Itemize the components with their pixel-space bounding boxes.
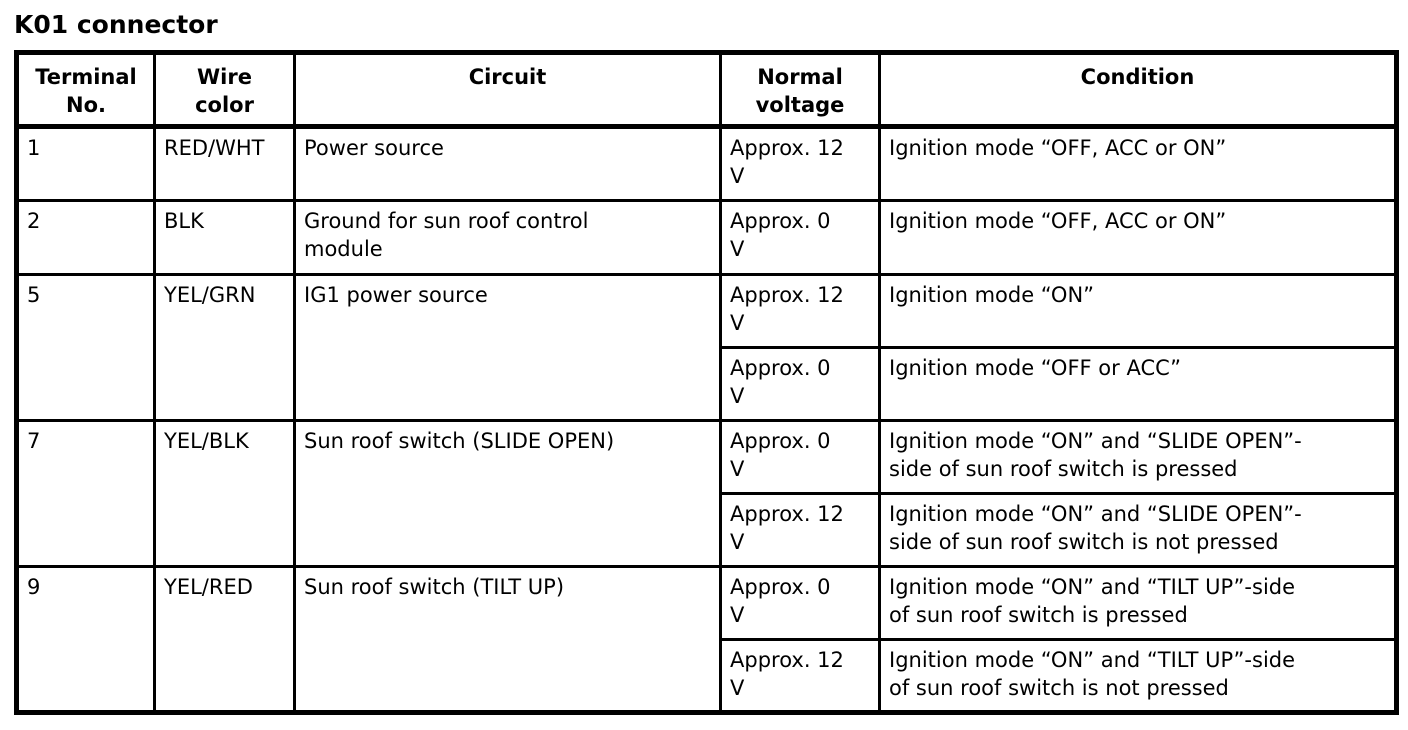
document-page: K01 connector Terminal No. Wire color Ci… bbox=[14, 10, 1399, 715]
cell-normal-voltage: Approx. 0 V bbox=[719, 345, 881, 422]
cell-normal-voltage: Approx. 12 V bbox=[719, 272, 881, 349]
header-row: Terminal No. Wire color Circuit Normal v… bbox=[15, 51, 1398, 129]
cell-circuit: Sun roof switch (TILT UP) bbox=[293, 564, 722, 714]
header-wire-color: Wire color bbox=[153, 51, 296, 129]
table-row-terminal-9: 9 YEL/RED Sun roof switch (TILT UP) Appr… bbox=[15, 564, 1398, 714]
cell-condition: Ignition mode “ON” and “SLIDE OPEN”- sid… bbox=[878, 418, 1398, 495]
table-row-terminal-2: 2 BLK Ground for sun roof control module… bbox=[15, 198, 1398, 276]
cell-condition: Ignition mode “ON” and “TILT UP”-side of… bbox=[878, 564, 1398, 641]
cell-condition: Ignition mode “ON” and “SLIDE OPEN”- sid… bbox=[878, 491, 1398, 568]
cell-condition: Ignition mode “OFF or ACC” bbox=[878, 345, 1398, 422]
cell-circuit: Power source bbox=[293, 124, 722, 202]
cell-terminal-no: 7 bbox=[15, 418, 156, 568]
cell-normal-voltage: Approx. 12 V bbox=[719, 637, 881, 714]
cell-normal-voltage: Approx. 0 V bbox=[719, 564, 881, 641]
cell-wire-color: YEL/BLK bbox=[153, 418, 296, 568]
table-row-terminal-1: 1 RED/WHT Power source Approx. 12 V Igni… bbox=[15, 124, 1398, 202]
table-row-terminal-5: 5 YEL/GRN IG1 power source Approx. 12 V … bbox=[15, 272, 1398, 422]
cell-circuit: IG1 power source bbox=[293, 272, 722, 422]
table-row-terminal-5-sub: Approx. 0 V Ignition mode “OFF or ACC” bbox=[17, 345, 1398, 422]
header-circuit: Circuit bbox=[293, 51, 722, 129]
cell-wire-color: YEL/GRN bbox=[153, 272, 296, 422]
cell-circuit: Ground for sun roof control module bbox=[293, 198, 722, 276]
cell-wire-color: BLK bbox=[153, 198, 296, 276]
cell-terminal-no: 1 bbox=[15, 124, 156, 202]
cell-terminal-no: 9 bbox=[15, 564, 156, 714]
table-row-terminal-7: 7 YEL/BLK Sun roof switch (SLIDE OPEN) A… bbox=[15, 418, 1398, 568]
cell-condition: Ignition mode “OFF, ACC or ON” bbox=[878, 198, 1398, 276]
cell-normal-voltage: Approx. 0 V bbox=[719, 418, 881, 495]
page-title: K01 connector bbox=[14, 10, 218, 39]
table-row-terminal-9-sub: Approx. 12 V Ignition mode “ON” and “TIL… bbox=[17, 637, 1398, 714]
cell-wire-color: RED/WHT bbox=[153, 124, 296, 202]
cell-condition: Ignition mode “ON” and “TILT UP”-side of… bbox=[878, 637, 1398, 714]
cell-normal-voltage: Approx. 12 V bbox=[719, 124, 881, 202]
k01-connector-table: Terminal No. Wire color Circuit Normal v… bbox=[14, 50, 1399, 715]
cell-condition: Ignition mode “OFF, ACC or ON” bbox=[878, 124, 1398, 202]
cell-condition: Ignition mode “ON” bbox=[878, 272, 1398, 349]
cell-normal-voltage: Approx. 0 V bbox=[719, 198, 881, 276]
cell-wire-color: YEL/RED bbox=[153, 564, 296, 714]
cell-terminal-no: 5 bbox=[15, 272, 156, 422]
cell-normal-voltage: Approx. 12 V bbox=[719, 491, 881, 568]
cell-terminal-no: 2 bbox=[15, 198, 156, 276]
header-normal-voltage: Normal voltage bbox=[719, 51, 881, 129]
cell-circuit: Sun roof switch (SLIDE OPEN) bbox=[293, 418, 722, 568]
header-condition: Condition bbox=[878, 51, 1398, 129]
header-terminal-no: Terminal No. bbox=[15, 51, 156, 129]
table-row-terminal-7-sub: Approx. 12 V Ignition mode “ON” and “SLI… bbox=[17, 491, 1398, 568]
